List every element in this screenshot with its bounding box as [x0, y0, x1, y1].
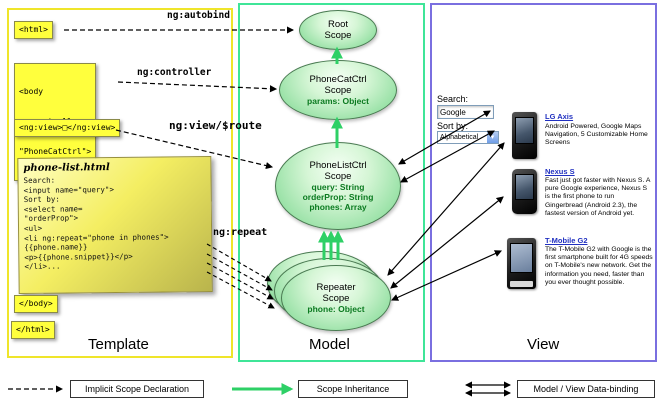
phone-screen	[510, 243, 533, 273]
code-line: </li>...	[24, 261, 61, 272]
code-line: "PhoneCatCtrl">	[19, 147, 92, 156]
phonecatctrl-scope-ellipse: PhoneCatCtrl Scope params: Object	[279, 60, 397, 120]
code-line: <body	[19, 87, 44, 96]
sort-select[interactable]: Alphabetical ▾	[437, 131, 499, 144]
search-label: Search:	[437, 94, 469, 104]
phonelistctrl-scope-ellipse: PhoneListCtrl Scope query: String orderP…	[275, 142, 401, 230]
phone-link-tmobile-g2[interactable]: T-Mobile G2	[545, 236, 588, 245]
ng-controller-label: ng:controller	[137, 67, 212, 78]
model-panel-label: Model	[309, 336, 350, 353]
scope-title: Repeater Scope	[316, 282, 356, 304]
phone-list-template-note: phone-list.html Search: <input name="que…	[17, 155, 213, 295]
phone-link-nexus-s[interactable]: Nexus S	[545, 167, 575, 176]
html-open-tag: <html>	[14, 21, 53, 39]
ng-view-route-label: ng:view/$route	[169, 119, 262, 132]
ng-autobind-label: ng:autobind	[167, 10, 230, 21]
phone-description: Fast just got faster with Nexus S. A pur…	[545, 177, 651, 217]
scope-property: phone: Object	[307, 304, 365, 314]
phone-screen	[515, 174, 534, 201]
legend-model-view-data-binding: Model / View Data-binding	[517, 380, 655, 398]
phone-link-lg-axis[interactable]: LG Axis	[545, 112, 574, 121]
scope-property: params: Object	[307, 96, 369, 106]
repeater-scope-ellipse: Repeater Scope phone: Object	[281, 265, 391, 331]
search-input[interactable]	[437, 105, 494, 119]
note-title: phone-list.html	[23, 162, 110, 174]
body-close-tag: </body>	[14, 295, 58, 313]
sort-selected-value: Alphabetical	[440, 134, 479, 141]
root-scope-ellipse: Root Scope	[299, 10, 377, 50]
scope-property: phones: Array	[309, 202, 367, 212]
legend-scope-inheritance: Scope Inheritance	[298, 380, 408, 398]
scope-property: query: String	[311, 182, 365, 192]
template-panel-label: Template	[88, 336, 149, 353]
phone-image-nexus-s	[512, 169, 537, 214]
phone-image-tmobile-g2	[507, 238, 536, 289]
ng-repeat-label: ng:repeat	[213, 227, 268, 238]
sort-by-label: Sort by:	[437, 121, 469, 131]
view-panel-label: View	[527, 336, 560, 353]
phone-description: Android Powered, Google Maps Navigation,…	[545, 123, 648, 147]
html-close-tag: </html>	[11, 321, 55, 339]
scope-title: PhoneCatCtrl Scope	[309, 74, 367, 96]
legend-implicit-scope-declaration: Implicit Scope Declaration	[70, 380, 204, 398]
scope-title: Root Scope	[324, 19, 352, 41]
ng-view-tag: <ng:view>□</ng:view>	[14, 119, 121, 137]
scope-title: PhoneListCtrl Scope	[309, 160, 367, 182]
phone-description: The T-Mobile G2 with Google is the first…	[545, 246, 653, 286]
scope-property: orderProp: String	[302, 192, 374, 202]
dropdown-arrow-icon: ▾	[487, 132, 498, 143]
phone-screen	[515, 117, 534, 145]
phone-image-lg-axis	[512, 112, 537, 159]
